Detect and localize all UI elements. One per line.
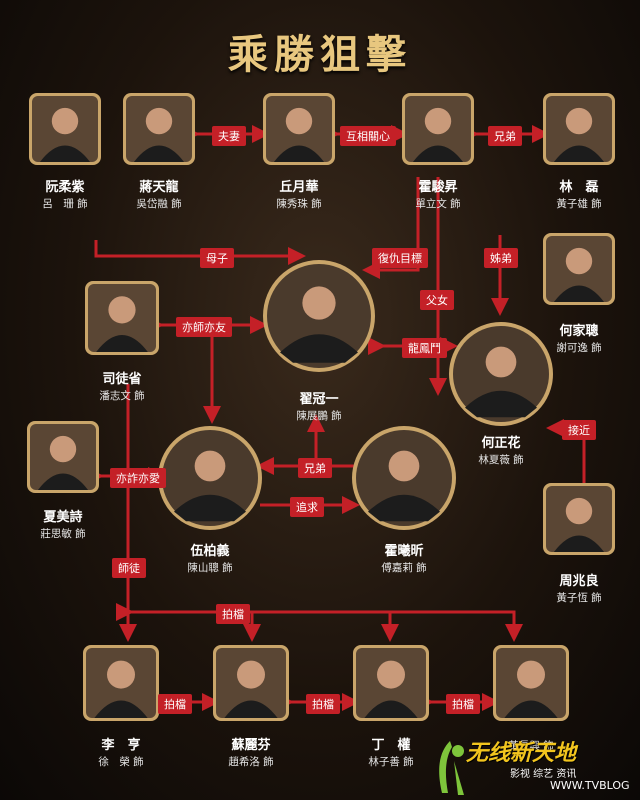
- watermark-url: WWW.TVBLOG: [550, 779, 630, 792]
- actor-name: 莊思敏 飾: [40, 528, 86, 540]
- actor-name: 黃長興 飾: [508, 740, 554, 752]
- person-name: 蘇麗芬: [231, 738, 271, 753]
- person-name: 何家聰: [559, 324, 599, 339]
- portrait-xia: [27, 421, 99, 493]
- person-label-hezheng: 何正花林夏薇 飾: [456, 436, 546, 468]
- portrait-ding: [353, 645, 429, 721]
- portrait-hezheng: [449, 322, 553, 426]
- person-label-jiang: 蔣天龍吳岱融 飾: [114, 180, 204, 212]
- person-label-su: 蘇麗芬趙希洛 飾: [206, 738, 296, 770]
- actor-name: 單立文 飾: [415, 198, 461, 210]
- person-label-ding: 丁 權林子善 飾: [346, 738, 436, 770]
- person-name: 李 亨: [101, 738, 141, 753]
- relation-tag: 接近: [562, 420, 596, 440]
- person-label-ruan: 阮柔紫呂 珊 飾: [20, 180, 110, 212]
- actor-name: 潘志文 飾: [99, 390, 145, 402]
- actor-name: 陳展鵬 飾: [296, 410, 342, 422]
- person-name: 翟冠一: [299, 392, 339, 407]
- actor-name: 陳秀珠 飾: [276, 198, 322, 210]
- relation-tag: 互相關心: [340, 126, 396, 146]
- actor-name: 謝可逸 飾: [556, 342, 602, 354]
- relation-tag: 復仇目標: [372, 248, 428, 268]
- actor-name: 林子善 飾: [368, 756, 414, 768]
- actor-name: 黃子恆 飾: [556, 592, 602, 604]
- person-label-xia: 夏美詩莊思敏 飾: [18, 510, 108, 542]
- person-name: 阮柔紫: [45, 180, 85, 195]
- relation-tag: 父女: [420, 290, 454, 310]
- person-name: 司徒省: [102, 372, 142, 387]
- page-title: 乘勝狙擊: [228, 31, 412, 78]
- watermark-subtitle: 影视 综艺 资讯: [510, 769, 577, 780]
- person-label-situ: 司徒省潘志文 飾: [77, 372, 167, 404]
- actor-name: 黃子雄 飾: [556, 198, 602, 210]
- actor-name: 林夏薇 飾: [478, 454, 524, 466]
- portrait-zhou: [543, 483, 615, 555]
- person-label-zhai: 翟冠一陳展鵬 飾: [274, 392, 364, 424]
- person-label-huojun: 霍駿昇單立文 飾: [393, 180, 483, 212]
- relation-tag: 拍檔: [446, 694, 480, 714]
- relation-tag: 兄弟: [298, 458, 332, 478]
- person-label-zhou: 周兆良黃子恆 飾: [534, 574, 624, 606]
- portrait-li: [83, 645, 159, 721]
- person-name: 霍駿昇: [418, 180, 458, 195]
- person-name: 丘月華: [279, 180, 319, 195]
- relation-arrow: [94, 240, 306, 265]
- person-label-qiu: 丘月華陳秀珠 飾: [254, 180, 344, 212]
- person-label-li: 李 亨徐 榮 飾: [76, 738, 166, 770]
- portrait-jiang: [123, 93, 195, 165]
- portrait-last: [493, 645, 569, 721]
- portrait-zhai: [263, 260, 375, 372]
- portrait-huojun: [402, 93, 474, 165]
- relation-tag: 兄弟: [488, 126, 522, 146]
- actor-name: 吳岱融 飾: [136, 198, 182, 210]
- relation-tag: 師徒: [112, 558, 146, 578]
- person-name: 伍柏義: [190, 544, 230, 559]
- portrait-huoxi: [352, 426, 456, 530]
- person-label-wu: 伍柏義陳山聰 飾: [165, 544, 255, 576]
- watermark: 无线新天地 影视 综艺 资讯 WWW.TVBLOG: [430, 735, 640, 797]
- watermark-logo-icon: [439, 741, 464, 795]
- relation-tag: 拍檔: [158, 694, 192, 714]
- person-name: 蔣天龍: [139, 180, 179, 195]
- person-label-he: 何家聰謝可逸 飾: [534, 324, 624, 356]
- portrait-wu: [158, 426, 262, 530]
- actor-name: 陳山聰 飾: [187, 562, 233, 574]
- relation-arrow: [362, 177, 420, 279]
- relation-tag: 亦師亦友: [176, 317, 232, 337]
- relation-tag: 拍檔: [216, 604, 250, 624]
- person-name: 夏美詩: [43, 510, 83, 525]
- portrait-he: [543, 233, 615, 305]
- person-label-lin: 林 磊黃子雄 飾: [534, 180, 624, 212]
- actor-name: 趙希洛 飾: [228, 756, 274, 768]
- person-label-huoxi: 霍曦昕傅嘉莉 飾: [359, 544, 449, 576]
- relation-tag: 拍檔: [306, 694, 340, 714]
- person-name: 何正花: [481, 436, 521, 451]
- actor-name: 傅嘉莉 飾: [381, 562, 427, 574]
- relation-tag: 龍鳳鬥: [402, 338, 447, 358]
- actor-name: 徐 榮 飾: [98, 756, 144, 768]
- portrait-lin: [543, 93, 615, 165]
- person-name: 丁 權: [371, 738, 411, 753]
- portrait-qiu: [263, 93, 335, 165]
- person-name: 霍曦昕: [384, 544, 424, 559]
- portrait-su: [213, 645, 289, 721]
- person-name: 林 磊: [559, 180, 599, 195]
- portrait-ruan: [29, 93, 101, 165]
- actor-name: 呂 珊 飾: [42, 198, 88, 210]
- relation-tag: 亦詐亦愛: [110, 468, 166, 488]
- person-name: 周兆良: [559, 574, 599, 589]
- relation-tag: 母子: [200, 248, 234, 268]
- relation-tag: 追求: [290, 497, 324, 517]
- relation-arrow: [116, 603, 523, 642]
- relation-tag: 姊弟: [484, 248, 518, 268]
- portrait-situ: [85, 281, 159, 355]
- watermark-title: 无线新天地: [466, 741, 577, 766]
- relation-tag: 夫妻: [212, 126, 246, 146]
- person-label-last: 黃長興 飾: [486, 738, 576, 754]
